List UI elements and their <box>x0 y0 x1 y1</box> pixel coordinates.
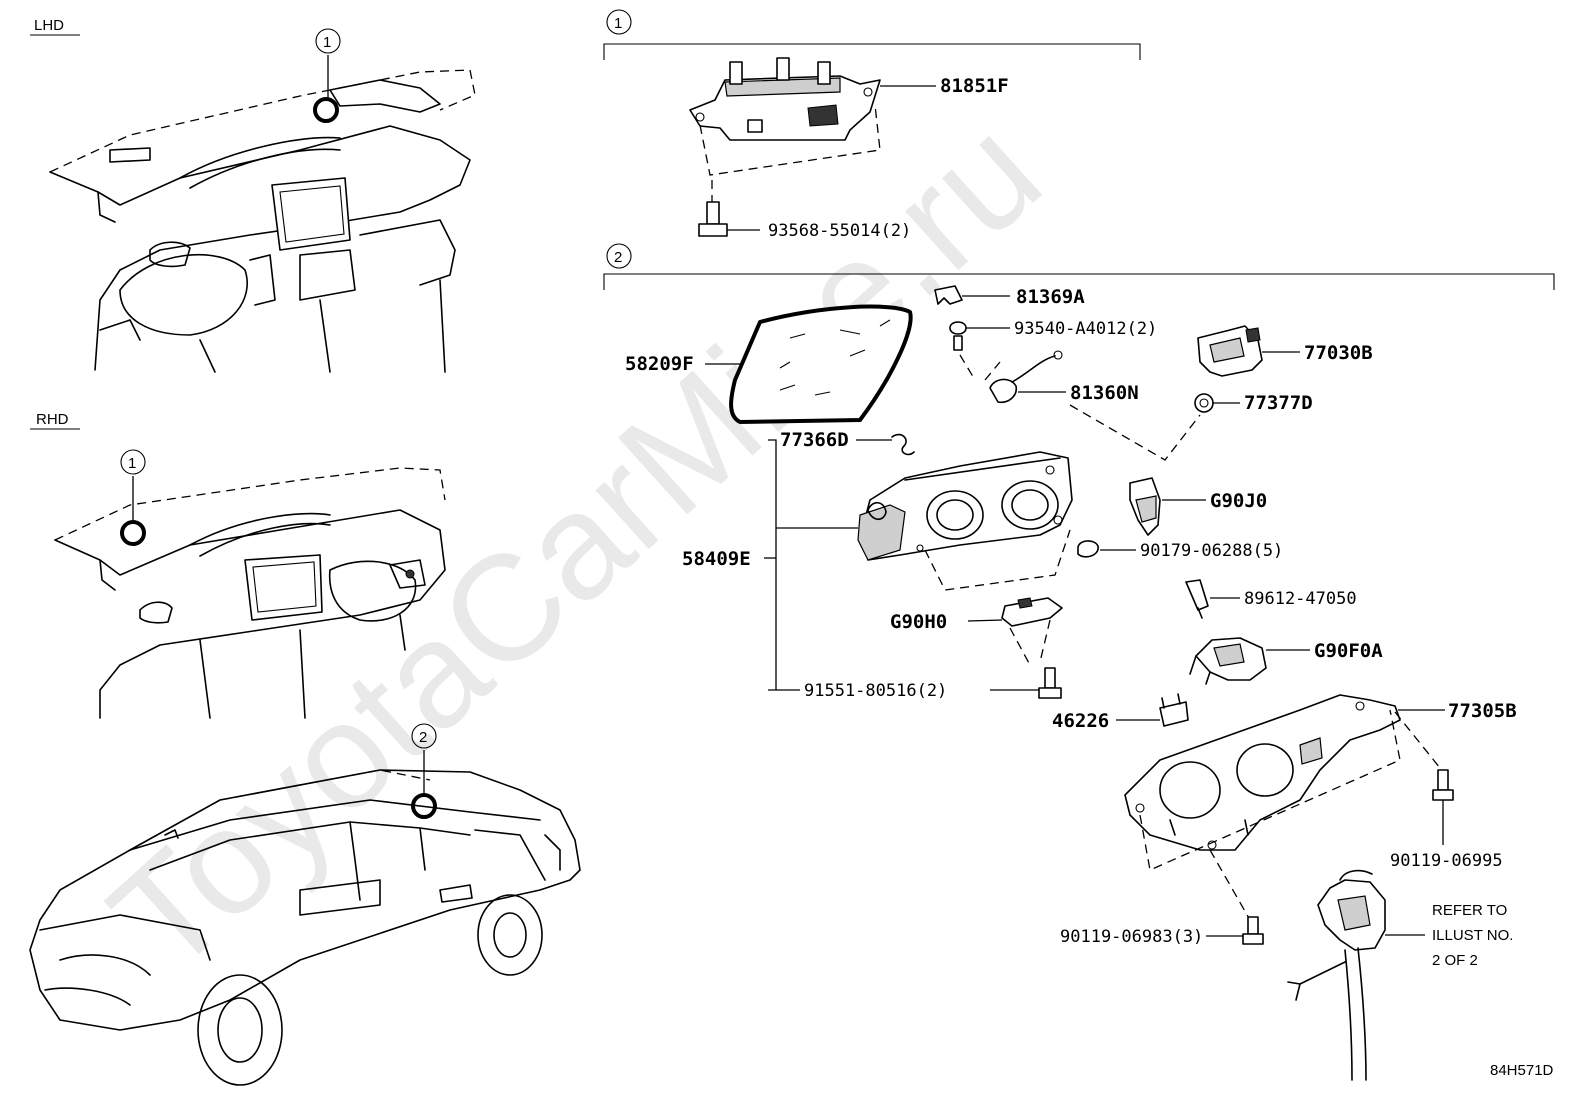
lhd-marker-1: 1 <box>323 34 331 51</box>
refer-line-2: ILLUST NO. <box>1432 927 1513 944</box>
rhd-dashboard-view: RHD 1 <box>30 411 446 719</box>
part-label-46226: 46226 <box>1052 710 1109 732</box>
part-label-77030B: 77030B <box>1304 342 1373 364</box>
part-label-81369A: 81369A <box>1016 286 1085 308</box>
part-label-90179: 90179-06288(5) <box>1140 541 1283 561</box>
rhd-marker-1: 1 <box>128 455 136 472</box>
vehicle-marker-2: 2 <box>419 729 427 746</box>
vehicle-view: 2 <box>29 723 581 1086</box>
part-label-89612: 89612-47050 <box>1244 589 1357 609</box>
part-label-93568: 93568-55014(2) <box>768 221 911 241</box>
part-label-77305B: 77305B <box>1448 700 1517 722</box>
part-label-77377D: 77377D <box>1244 392 1313 414</box>
refer-line-3: 2 OF 2 <box>1432 952 1478 969</box>
part-label-58209F: 58209F <box>625 353 694 375</box>
group-2-number: 2 <box>614 249 622 266</box>
part-label-58409E: 58409E <box>682 548 751 570</box>
part-label-G90J0: G90J0 <box>1210 490 1267 512</box>
part-label-93540: 93540-A4012(2) <box>1014 319 1157 339</box>
lhd-dashboard-view: LHD 1 <box>30 17 476 373</box>
part-label-81851F: 81851F <box>940 75 1009 97</box>
lhd-label: LHD <box>34 17 64 34</box>
part-label-77366D: 77366D <box>780 429 849 451</box>
part-label-90119-06983: 90119-06983(3) <box>1060 927 1203 947</box>
group-1: 1 81851F 93568-55014(2) <box>603 9 1141 241</box>
part-label-G90F0A: G90F0A <box>1314 640 1383 662</box>
part-label-G90H0: G90H0 <box>890 611 947 633</box>
part-label-81360N: 81360N <box>1070 382 1139 404</box>
part-label-91551: 91551-80516(2) <box>804 681 947 701</box>
group-2: 2 81369A 93540-A4012(2) 58209F 81360N 77… <box>603 243 1555 1081</box>
part-label-90119-06995: 90119-06995 <box>1390 851 1503 871</box>
rhd-label: RHD <box>36 411 69 428</box>
refer-line-1: REFER TO <box>1432 902 1507 919</box>
figure-code: 84H571D <box>1490 1062 1554 1079</box>
group-1-number: 1 <box>614 15 622 32</box>
